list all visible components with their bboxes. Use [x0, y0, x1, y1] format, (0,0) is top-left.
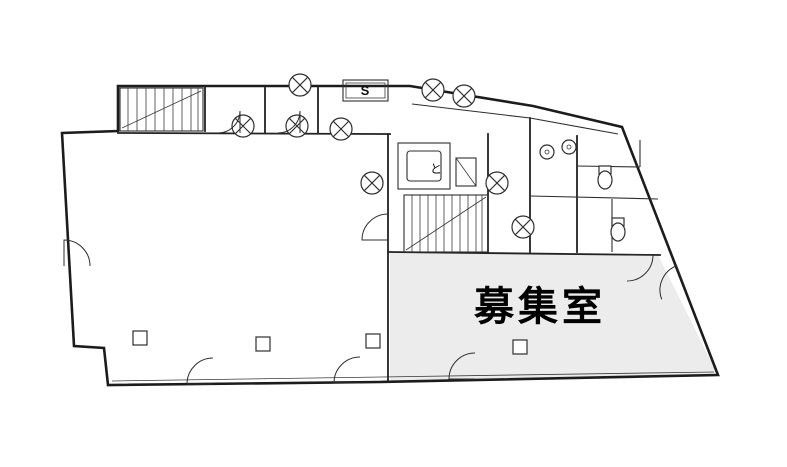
sink-basin [561, 139, 577, 155]
pillar [132, 330, 148, 346]
toilet-fixture [597, 165, 613, 190]
stair-treads [411, 195, 483, 252]
pillar [512, 339, 528, 355]
fan-symbol [360, 171, 384, 195]
stair-treads [127, 88, 199, 131]
pillar [255, 336, 271, 352]
sink-drain [544, 149, 550, 155]
doors [63, 110, 687, 385]
pillar [365, 333, 381, 349]
stair-direction-line [405, 196, 487, 251]
corridor-inner-wall [411, 103, 619, 135]
shaft-marker: と [430, 162, 442, 176]
sink-drain [566, 144, 572, 150]
elevator-shaft: と [397, 142, 477, 190]
duct-box [455, 157, 477, 187]
fan-symbol [511, 215, 535, 239]
stairs-top-left [119, 87, 204, 132]
stair-direction-line [121, 90, 202, 129]
s-marker-box: S [342, 79, 389, 102]
door-corridor-1 [217, 110, 241, 134]
recruitment-room-area[interactable] [390, 253, 718, 381]
sink-basin [539, 144, 555, 160]
recruitment-room[interactable]: 募集室 [390, 253, 718, 381]
fan-symbol [285, 114, 309, 138]
recruitment-room-label: 募集室 [473, 285, 606, 329]
s-box-inner [345, 82, 386, 99]
duct-diagonal [455, 157, 477, 187]
door-core-hall [361, 213, 389, 241]
restroom-fixtures [539, 139, 626, 242]
toilet-fixture [610, 217, 626, 242]
fan-symbol [288, 73, 312, 97]
shaft-outer [397, 142, 451, 190]
fan-symbol [231, 114, 255, 138]
outer-walls [60, 84, 720, 387]
bottom-wall-inner-line [111, 371, 715, 382]
door-bottom-2 [333, 356, 361, 384]
fan-symbol [452, 84, 476, 108]
stair-enclosure [403, 194, 489, 253]
fan-symbol [329, 117, 353, 141]
door-corridor-2 [277, 110, 301, 134]
restroom-partition-horizontal [529, 195, 659, 200]
fan-symbol [421, 78, 445, 102]
s-box-label: S [361, 83, 370, 98]
stair-enclosure [119, 87, 204, 132]
stairs-central [403, 194, 489, 253]
s-box-outer [342, 79, 389, 102]
building-outline [60, 84, 720, 387]
shaft-inner [406, 150, 442, 182]
fan-symbol [485, 171, 509, 195]
